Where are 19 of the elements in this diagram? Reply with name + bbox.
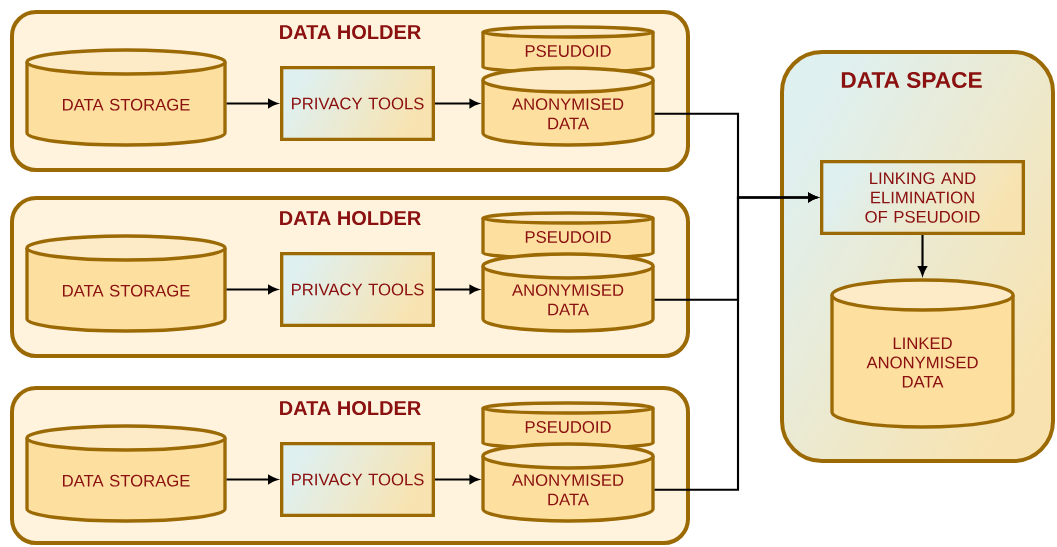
database-cylinder: ANONYMISED DATA xyxy=(481,66,655,147)
database-cylinder: DATA STORAGE xyxy=(25,48,227,147)
database-cylinder: DATA STORAGE xyxy=(25,234,227,333)
process-box: LINKING AND ELIMINATION OF PSEUDOID xyxy=(820,160,1025,235)
process-box: PRIVACY TOOLS xyxy=(280,442,435,517)
arrow xyxy=(435,99,479,108)
database-cylinder: ANONYMISED DATA xyxy=(481,442,655,523)
arrow xyxy=(226,475,278,484)
database-cylinder: LINKED ANONYMISED DATA xyxy=(830,278,1015,429)
process-box: PRIVACY TOOLS xyxy=(280,66,435,141)
database-cylinder: ANONYMISED DATA xyxy=(481,252,655,333)
arrow xyxy=(918,235,927,276)
process-box: PRIVACY TOOLS xyxy=(280,252,435,327)
arrow xyxy=(226,285,278,294)
arrow xyxy=(435,475,479,484)
arrow xyxy=(435,285,479,294)
arrow xyxy=(226,99,278,108)
database-cylinder: DATA STORAGE xyxy=(25,424,227,523)
arrow xyxy=(654,193,818,491)
